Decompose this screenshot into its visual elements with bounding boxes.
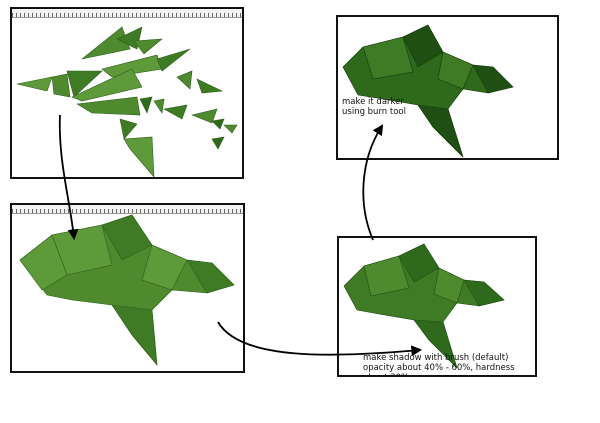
arrow-step1-to-step2 <box>58 114 79 241</box>
arrow-step2-to-step4 <box>217 321 423 357</box>
darkened-frog-image <box>342 24 514 158</box>
shadowed-frog-image <box>343 243 505 369</box>
burn-tool-note: make it darker using burn tool <box>342 97 406 117</box>
assembled-frog-image <box>19 214 235 366</box>
scattered-leaf-pieces-image <box>16 26 238 177</box>
panel-burn-tool: make it darker using burn tool <box>336 15 559 160</box>
shadow-brush-note: make shadow with brush (default) opacity… <box>363 353 515 375</box>
arrow-step4-to-step3 <box>362 124 384 241</box>
panel-assembled-frog <box>10 203 245 373</box>
ruler <box>12 205 243 214</box>
ruler <box>12 9 242 18</box>
panel-scattered-pieces <box>10 7 244 179</box>
